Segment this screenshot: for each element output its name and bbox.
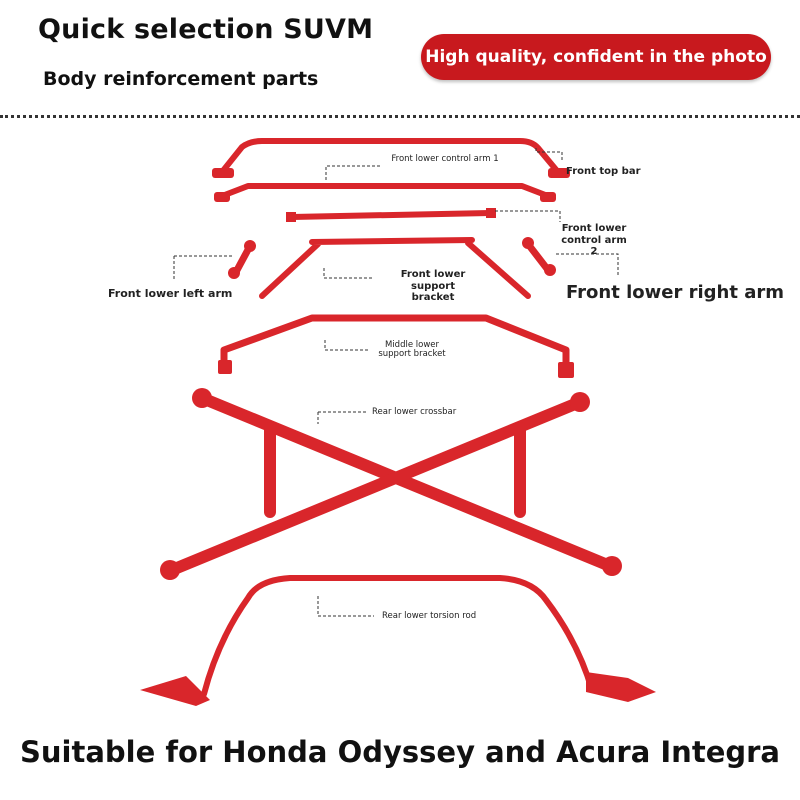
label-rear-lower-torsion-rod: Rear lower torsion rod <box>382 611 477 621</box>
header-divider <box>0 115 800 118</box>
page-subtitle: Body reinforcement parts <box>43 68 319 90</box>
page-title: Quick selection SUVM <box>38 14 374 45</box>
label-front-lower-support-bracket: Front lower support bracket <box>400 269 466 303</box>
front-lower-control-arm-2-part <box>289 210 493 220</box>
label-front-top-bar: Front top bar <box>566 166 641 177</box>
quality-badge: High quality, confident in the photo <box>421 34 771 80</box>
label-middle-lower-support-bracket: Middle lower support bracket <box>378 340 446 360</box>
front-lower-support-bracket-part <box>259 237 531 299</box>
label-front-lower-control-arm-2: Front lower control arm 2 <box>561 223 627 257</box>
label-front-lower-control-arm-1: Front lower control arm 1 <box>391 154 499 164</box>
rear-lower-torsion-rod-part <box>201 575 595 697</box>
middle-lower-support-bracket-part <box>220 314 570 374</box>
front-top-bar-part <box>219 138 561 175</box>
front-lower-right-arm-part <box>524 240 552 274</box>
label-front-lower-left-arm: Front lower left arm <box>108 287 233 300</box>
label-front-lower-right-arm: Front lower right arm <box>566 282 784 303</box>
front-lower-control-arm-1-part <box>219 183 551 199</box>
label-rear-lower-crossbar: Rear lower crossbar <box>372 407 457 417</box>
rear-lower-crossbar-part <box>166 392 616 576</box>
compatibility-banner: Suitable for Honda Odyssey and Acura Int… <box>20 735 780 769</box>
